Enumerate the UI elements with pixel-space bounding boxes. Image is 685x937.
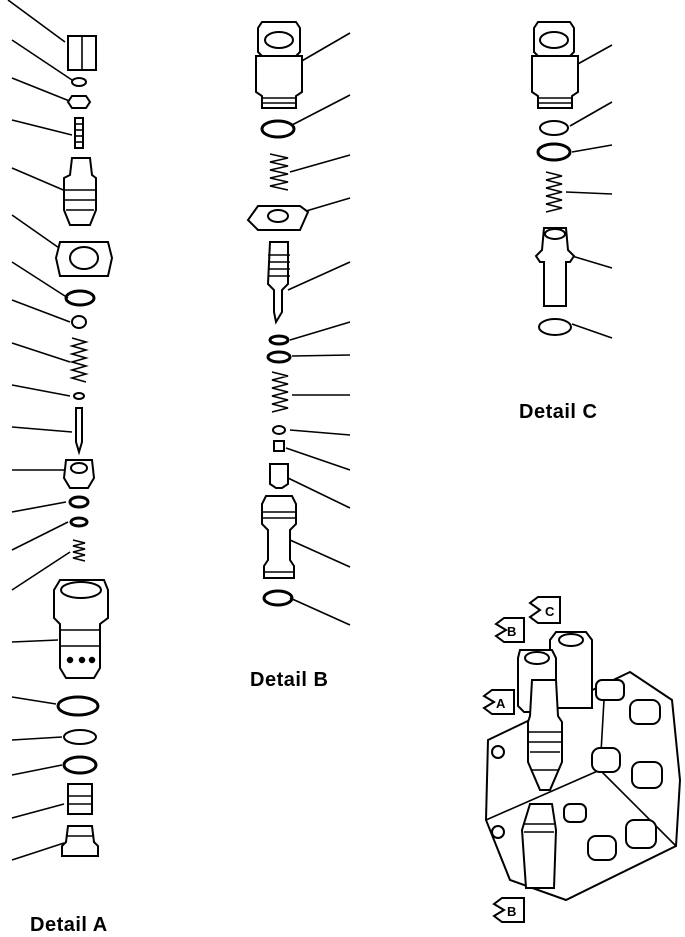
spring: [271, 371, 289, 413]
spring: [545, 171, 563, 213]
backup-ring: [262, 589, 294, 607]
flag-label: A: [496, 696, 506, 711]
locator-flag-c: C: [528, 596, 561, 624]
o-ring: [69, 516, 89, 528]
backup-ring: [63, 729, 97, 745]
spring: [69, 337, 89, 383]
o-ring: [73, 392, 85, 400]
detail-c-caption: Detail C: [519, 401, 598, 423]
o-ring: [266, 350, 292, 364]
detail-a-caption: Detail A: [30, 914, 108, 936]
o-ring: [272, 425, 286, 435]
spring: [72, 539, 86, 562]
o-ring: [64, 289, 96, 307]
o-ring: [62, 755, 98, 775]
detail-a-parts: [7, 0, 114, 861]
sleeve-part: [67, 783, 93, 815]
o-ring: [268, 334, 290, 346]
o-ring: [536, 142, 572, 162]
flag-label: B: [507, 624, 516, 639]
locator-flag-b-bottom: B: [492, 897, 525, 923]
backup-ring: [538, 318, 572, 336]
o-ring: [68, 495, 90, 509]
plug-body: [531, 55, 579, 109]
poppet: [71, 315, 87, 329]
flag-label: C: [545, 604, 555, 619]
detail-c-parts: [531, 21, 613, 339]
plug-part: [61, 825, 99, 857]
cartridge-body: [53, 579, 109, 679]
flag-label: B: [507, 904, 516, 919]
detail-b-leader-lines: [285, 32, 351, 626]
spool-part: [266, 241, 289, 325]
o-ring: [260, 119, 296, 139]
control-valve-block: [484, 631, 682, 902]
check-valve: [269, 463, 289, 489]
backup-ring: [539, 120, 569, 136]
valve-body: [63, 157, 97, 226]
small-seat: [273, 440, 285, 452]
plug-body: [255, 55, 303, 109]
spring: [269, 153, 289, 191]
locator-flag-b: B: [494, 617, 525, 643]
relief-cartridge: [261, 495, 297, 579]
detail-b-caption: Detail B: [250, 669, 329, 691]
detail-b-parts: [246, 21, 351, 626]
pin-part: [75, 407, 83, 456]
detail-c-leader-lines: [565, 44, 613, 339]
piston-part: [534, 227, 576, 307]
locator-flag-a: A: [482, 689, 515, 715]
detail-a-leader-lines: [7, 0, 73, 861]
nut-part: [66, 95, 92, 109]
adjust-screw: [74, 117, 84, 149]
o-ring: [56, 695, 100, 717]
o-ring: [71, 77, 87, 87]
